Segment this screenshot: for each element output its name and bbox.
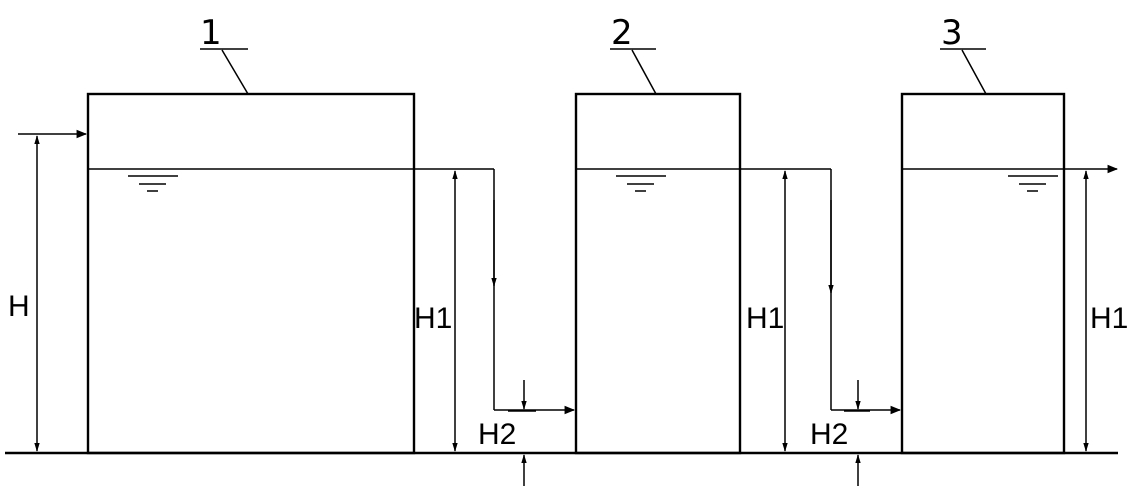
tank-3-number: 3 — [941, 13, 963, 53]
overflow-pipe-1-2 — [491, 169, 576, 415]
h2-label-2: H2 — [810, 418, 848, 451]
tank-3-water-level-symbol — [1008, 175, 1058, 192]
tank-2-number: 2 — [611, 13, 633, 53]
tank-3: 3 — [900, 13, 1066, 455]
tank-1: 1 — [86, 13, 494, 455]
tank-2-h1-label: H1 — [746, 302, 784, 335]
tank-2-water-level-symbol — [616, 175, 666, 192]
overflow-pipe-2-3 — [828, 169, 902, 415]
tank-1-water-level-symbol — [128, 175, 178, 192]
tank-1-body — [86, 92, 416, 455]
tank-2: 2 — [574, 13, 831, 455]
h2-dimension-2: H2 — [810, 380, 870, 486]
tank-2-body — [574, 92, 742, 455]
tank-1-h1-label: H1 — [414, 302, 452, 335]
tank-3-h1-label: H1 — [1090, 302, 1128, 335]
height-dimension-h-label: H — [8, 290, 30, 323]
tank-3-body — [900, 92, 1066, 455]
h2-dimension-1: H2 — [478, 380, 536, 486]
tank-1-number: 1 — [200, 13, 222, 53]
h2-label-1: H2 — [478, 418, 516, 451]
